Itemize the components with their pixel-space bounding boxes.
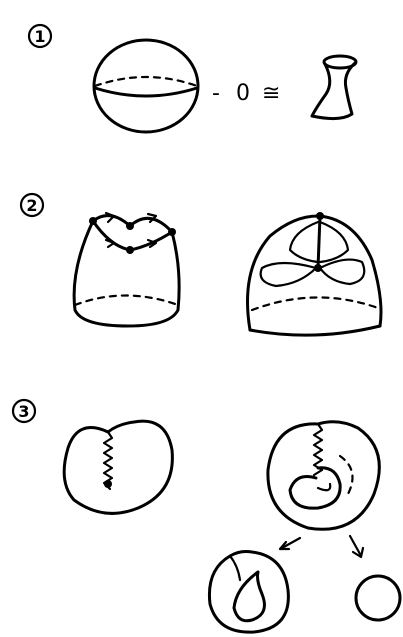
dome-base-front — [250, 326, 380, 335]
step-2-label: 2 — [26, 196, 37, 215]
sphere — [94, 40, 198, 132]
step-3: 3 — [13, 400, 400, 632]
result-pieces — [209, 552, 400, 633]
vertex-left — [89, 217, 97, 225]
sphere-equator-front — [95, 88, 197, 96]
dome-petal-lower-right — [320, 260, 364, 284]
vertex-bottom — [126, 246, 134, 254]
sphere-equator-back — [95, 77, 197, 86]
dome-seam — [318, 216, 320, 268]
result-disk-cut — [230, 556, 240, 580]
minus-sign: - — [212, 81, 220, 106]
vertex-right — [168, 228, 176, 236]
step-2: 2 — [21, 194, 381, 335]
annulus-with-spiral — [268, 422, 379, 557]
annulus-outline — [268, 422, 379, 530]
result-inner-loop — [234, 572, 264, 621]
arrow-top-left — [106, 213, 114, 222]
step-3-label: 3 — [18, 402, 29, 421]
bowl-left-rim-back — [75, 296, 178, 306]
dome-petal-lower-left — [261, 263, 316, 286]
disk-with-slit — [64, 421, 172, 513]
vase — [312, 56, 356, 119]
spiral-hidden-arc — [340, 456, 353, 494]
vertex-top — [126, 222, 134, 230]
approx-symbol: ≅ — [262, 81, 280, 106]
dome-petal-upper-right — [320, 222, 348, 262]
spiral-tail — [318, 484, 330, 490]
result-small-circle — [356, 576, 400, 620]
vase-body — [312, 63, 355, 119]
zero-symbol: 0 — [236, 81, 250, 106]
cut-endpoint — [104, 480, 112, 488]
dome-vertex-top — [316, 212, 324, 220]
bowl-with-boundary-edges — [74, 213, 179, 326]
sphere-outline — [94, 40, 198, 132]
dome-petal-upper-left — [290, 222, 318, 262]
dome-rim-back — [252, 297, 378, 310]
dome-vertex-center — [314, 264, 322, 272]
step-1-label: 1 — [34, 27, 45, 46]
step-1: 1 - 0 ≅ — [29, 25, 356, 132]
glued-dome — [248, 212, 382, 335]
disk-outline — [64, 421, 172, 513]
dome-outline — [248, 216, 382, 330]
arrow-right-shaft — [350, 536, 360, 554]
